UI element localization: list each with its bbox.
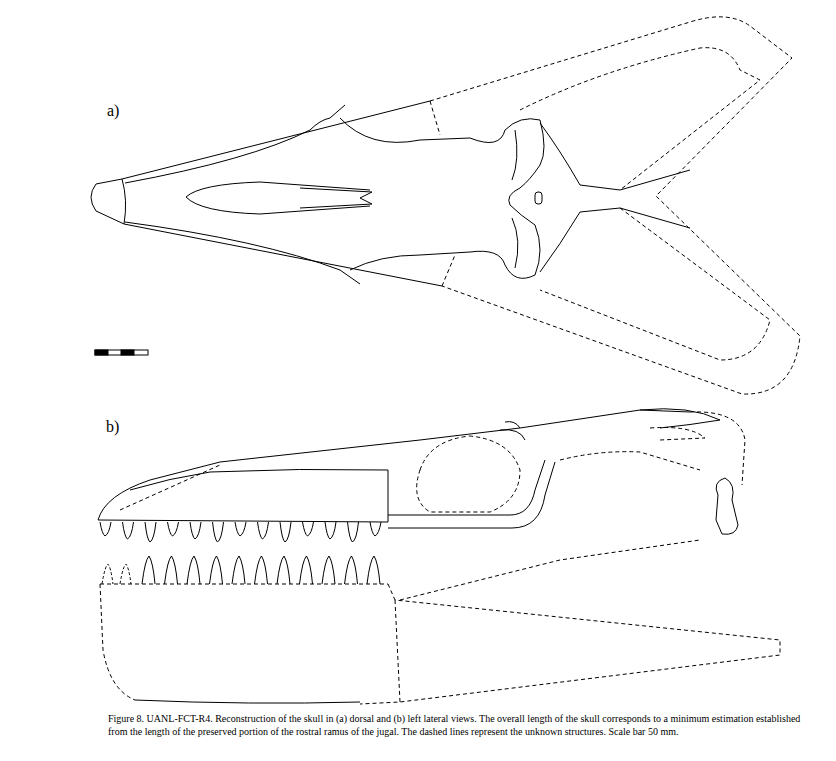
unknown-temporal-fenestra	[520, 48, 770, 360]
lower-tooth	[367, 556, 380, 584]
maxilla-margin	[98, 520, 388, 522]
panel-label: b)	[106, 418, 119, 436]
scale-bar	[95, 350, 148, 355]
squamosal	[640, 409, 720, 428]
skull-outline	[98, 410, 690, 520]
unknown-temporal	[650, 427, 705, 440]
upper-tooth	[168, 522, 179, 536]
upper-tooth	[213, 522, 224, 542]
upper-tooth	[348, 522, 359, 542]
lower-tooth	[345, 556, 358, 584]
upper-tooth	[123, 522, 134, 539]
upper-tooth	[325, 522, 336, 539]
unknown-outline	[560, 412, 745, 485]
upper-tooth	[100, 522, 111, 536]
maxilla	[130, 469, 388, 522]
lower-tooth	[277, 556, 290, 584]
upper-tooth	[235, 522, 246, 536]
unknown-tooth	[102, 564, 113, 584]
upper-tooth	[303, 522, 314, 536]
lower-tooth	[187, 556, 200, 584]
lower-tooth	[255, 556, 268, 584]
quadrate	[716, 478, 738, 534]
figure-caption: Figure 8. UANL-FCT-R4. Reconstruction of…	[108, 712, 820, 738]
dorsal-view	[91, 17, 800, 394]
postorbital-suture	[512, 130, 518, 268]
lower-tooth	[210, 556, 223, 584]
unknown-tooth	[120, 564, 131, 584]
premaxilla-suture	[122, 179, 126, 224]
unknown-mandible	[100, 584, 780, 704]
upper-tooth	[258, 522, 269, 539]
parietal-outline	[540, 123, 690, 272]
teeth	[100, 522, 381, 584]
frontal-suture	[300, 188, 372, 208]
nasal-outline	[186, 182, 370, 214]
unknown-orbit	[120, 436, 520, 512]
lower-tooth	[142, 556, 155, 584]
parietal-foramen	[535, 192, 542, 204]
skull-roof	[340, 118, 544, 278]
maxilla-suture	[125, 105, 360, 284]
upper-tooth	[280, 522, 291, 542]
postorbital	[500, 422, 525, 440]
jugal	[388, 460, 555, 528]
panel-label: a)	[107, 102, 119, 120]
skull-outline	[96, 101, 430, 184]
unknown-suture	[395, 540, 700, 702]
upper-tooth	[370, 522, 381, 536]
upper-tooth	[145, 522, 156, 542]
unknown-suture	[430, 101, 455, 286]
lateral-view	[98, 409, 780, 704]
lower-tooth	[322, 556, 335, 584]
unknown-outline	[430, 17, 800, 394]
lower-tooth	[165, 556, 178, 584]
upper-tooth	[190, 522, 201, 539]
lower-tooth	[232, 556, 245, 584]
dentary-margin	[135, 700, 360, 703]
lower-tooth	[300, 556, 313, 584]
snout-tip	[91, 184, 96, 211]
